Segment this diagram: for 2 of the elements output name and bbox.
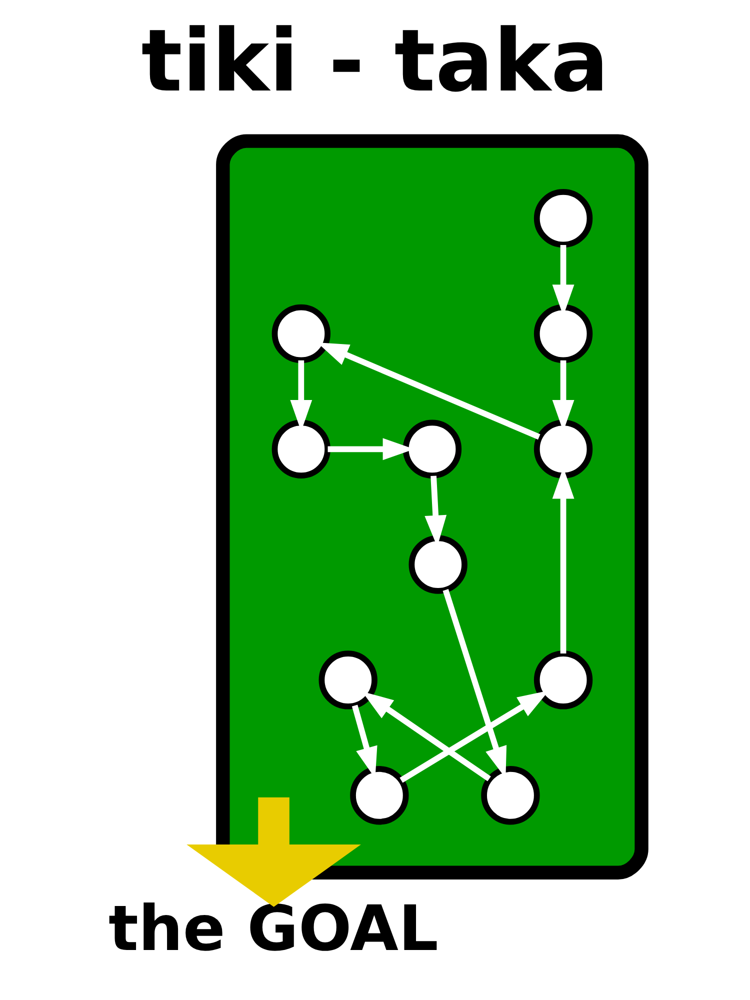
node-text: the GOAL bbox=[108, 892, 438, 966]
diagram-title: tiki - taka bbox=[141, 12, 609, 112]
